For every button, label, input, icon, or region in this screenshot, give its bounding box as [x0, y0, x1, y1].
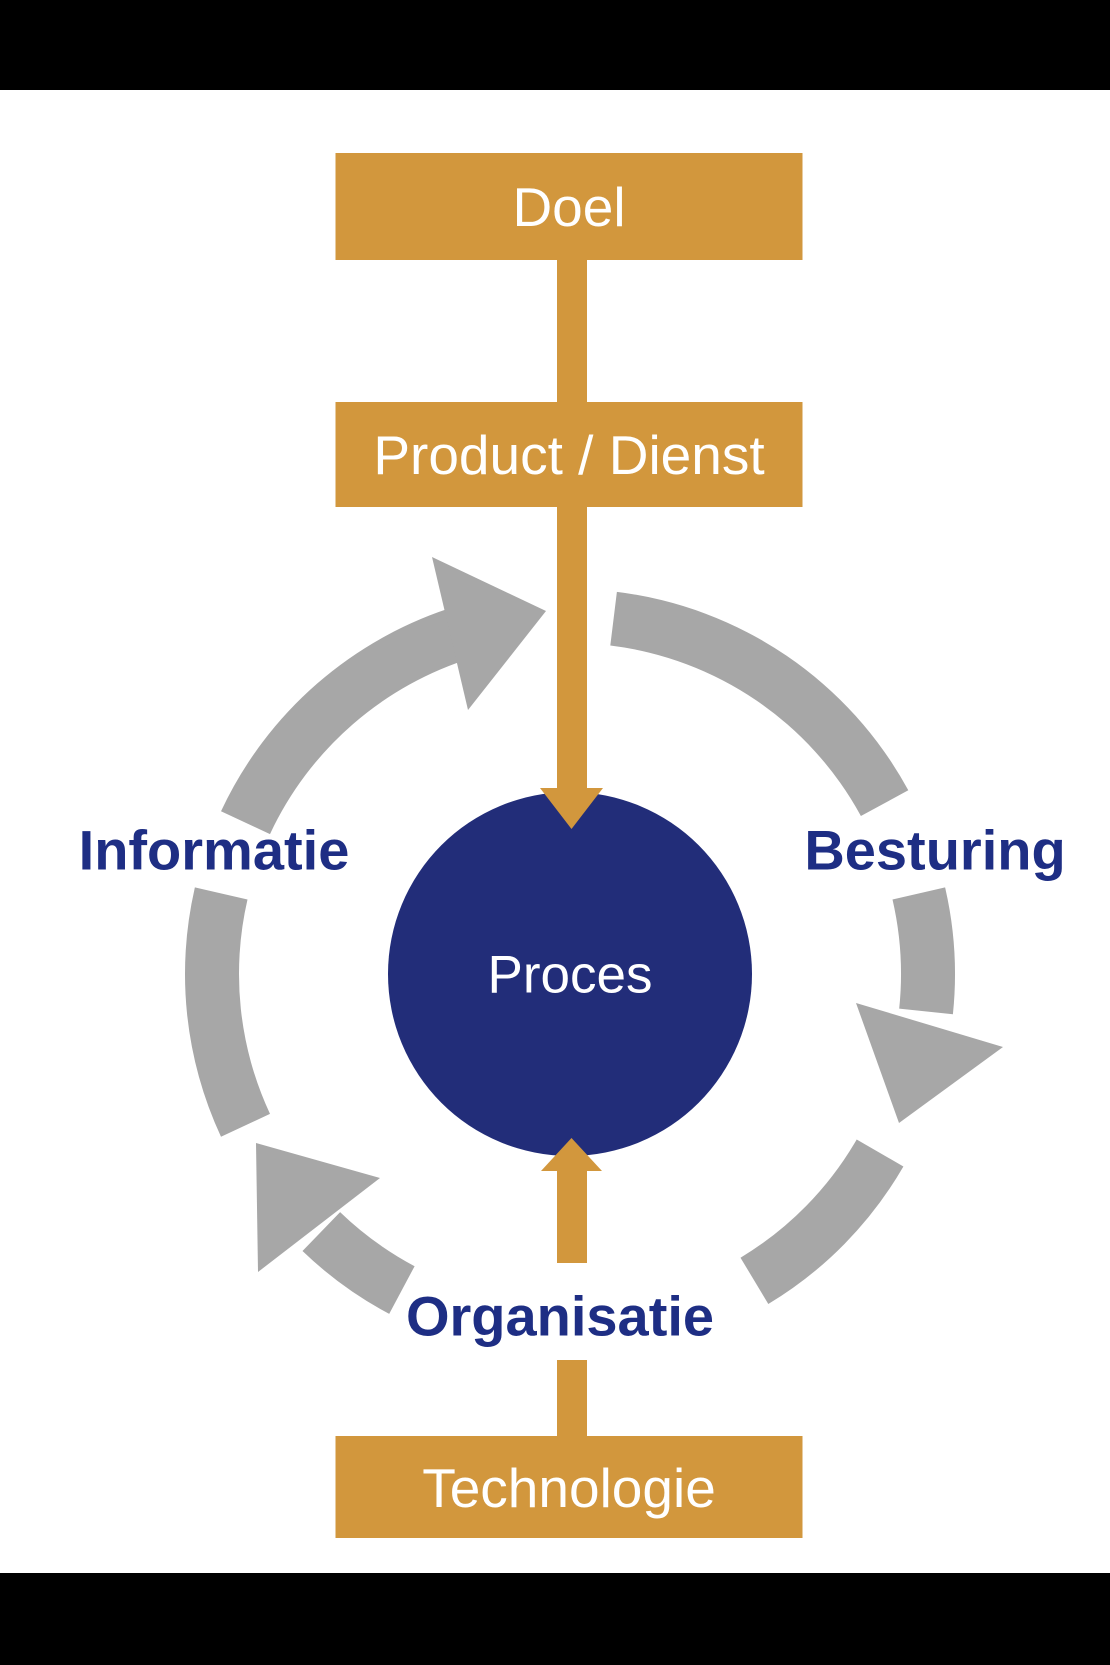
product-dienst-box	[335, 402, 803, 507]
besturing-label: Besturing	[804, 819, 1065, 882]
flow-column	[335, 153, 803, 1538]
down-arrowhead-icon	[540, 788, 603, 829]
cycle-arrowhead-right-icon	[856, 1003, 1003, 1123]
bottom-black-bar	[0, 1573, 1110, 1665]
proces-circle	[388, 792, 752, 1156]
doel-label: Doel	[512, 176, 625, 238]
doel-box	[335, 153, 803, 260]
cycle-arc-top-right	[610, 591, 909, 816]
technologie-box	[335, 1436, 803, 1538]
doel-to-product-connector	[557, 258, 587, 404]
cycle-arc-bottom-left	[302, 1212, 415, 1314]
up-arrowhead-icon	[541, 1138, 602, 1171]
cycle-arc-bottom-right	[740, 1139, 904, 1304]
organisatie-to-proces-shaft	[557, 1168, 587, 1263]
technologie-to-organisatie-shaft	[557, 1360, 587, 1438]
informatie-label: Informatie	[79, 819, 350, 882]
cycle-arrowhead-top-icon	[432, 557, 546, 710]
cycle-arc-left	[185, 887, 270, 1137]
cycle-arc-top-left	[221, 605, 474, 835]
cycle-arrowhead-bottom-left-icon	[256, 1143, 380, 1272]
top-black-bar	[0, 0, 1110, 90]
organisatie-label: Organisatie	[406, 1285, 714, 1348]
technologie-label: Technologie	[422, 1457, 716, 1519]
cycle-ring	[185, 557, 1003, 1314]
cycle-arc-right	[892, 887, 955, 1015]
proces-label: Proces	[488, 946, 653, 1005]
product-to-proces-shaft	[557, 505, 587, 790]
product-dienst-label: Product / Dienst	[373, 424, 764, 486]
